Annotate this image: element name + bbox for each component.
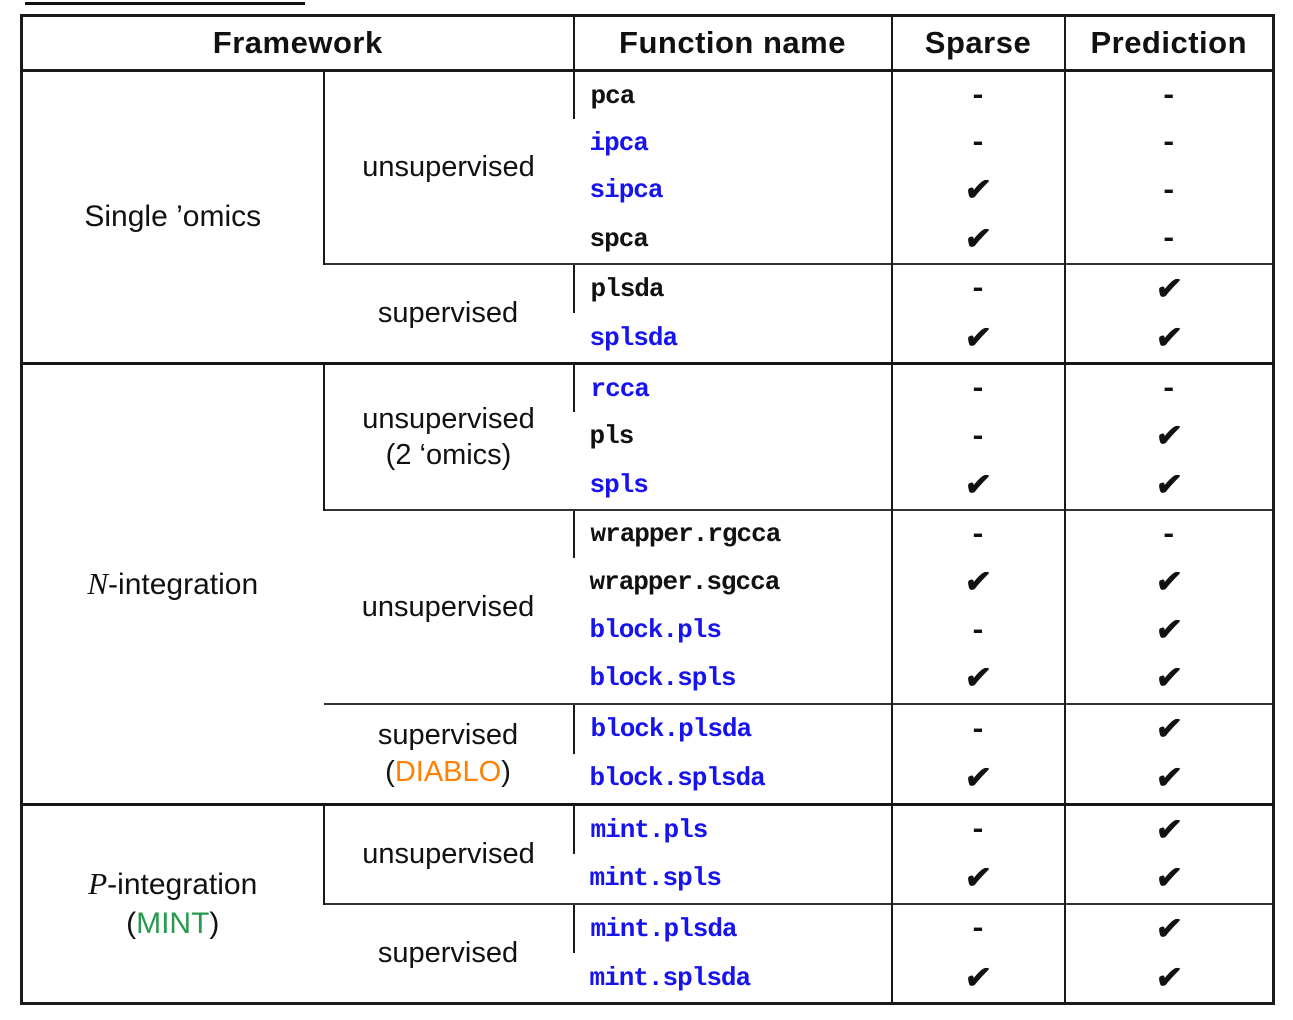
sparse-check-icon: ✔: [890, 313, 1065, 364]
prediction-dash-icon: -: [1063, 361, 1274, 413]
function-name-cell: block.pls: [573, 606, 892, 655]
table-row: sipca✔-: [22, 166, 1274, 215]
subgroup-cell: unsupervised: [323, 508, 574, 704]
prediction-check-icon: ✔: [1063, 557, 1274, 607]
prediction-check-icon: ✔: [1063, 313, 1274, 364]
sparse-dash-icon: -: [890, 361, 1065, 413]
subgroup-cell: supervised: [323, 262, 574, 364]
function-name-cell: block.spls: [573, 654, 892, 704]
prediction-dash-icon: -: [1063, 166, 1274, 215]
table-row: block.splsda✔✔: [22, 753, 1274, 805]
table-row: spls✔✔: [22, 460, 1274, 510]
function-name-cell: plsda: [572, 262, 892, 314]
prediction-check-icon: ✔: [1063, 262, 1274, 314]
table-row: mint.spls✔✔: [22, 854, 1274, 904]
methods-table: Framework Function name Sparse Predictio…: [20, 14, 1275, 1005]
table-row: block.pls-✔: [22, 606, 1274, 655]
header-function-name: Function name: [572, 15, 892, 72]
function-name-cell: sipca: [573, 166, 892, 215]
sparse-dash-icon: -: [890, 412, 1065, 461]
framework-cell-p-integration: P-integration(MINT): [21, 802, 324, 1004]
sparse-check-icon: ✔: [890, 214, 1065, 264]
prediction-dash-icon: -: [1063, 70, 1274, 120]
prediction-check-icon: ✔: [1063, 702, 1274, 754]
prediction-check-icon: ✔: [1063, 854, 1274, 904]
framework-cell-n-integration: N-integration: [21, 361, 324, 805]
function-name-cell: wrapper.sgcca: [573, 557, 892, 607]
table-row: mint.splsda✔✔: [22, 953, 1274, 1004]
sparse-dash-icon: -: [890, 802, 1065, 855]
prediction-check-icon: ✔: [1063, 953, 1274, 1004]
framework-cell-single-omics: Single ’omics: [21, 70, 324, 364]
function-name-cell: spls: [573, 460, 892, 510]
function-name-cell: mint.splsda: [573, 953, 892, 1004]
table-header: Framework Function name Sparse Predictio…: [21, 15, 1274, 72]
sparse-dash-icon: -: [890, 70, 1065, 120]
sparse-check-icon: ✔: [890, 854, 1065, 904]
prediction-check-icon: ✔: [1063, 460, 1274, 510]
sparse-dash-icon: -: [890, 262, 1065, 314]
sparse-dash-icon: -: [890, 902, 1065, 954]
sparse-check-icon: ✔: [890, 557, 1065, 607]
prediction-check-icon: ✔: [1063, 606, 1274, 655]
sparse-dash-icon: -: [890, 119, 1065, 167]
subgroup-cell: unsupervised: [322, 70, 574, 264]
top-rule-fragment: [25, 2, 305, 5]
sparse-dash-icon: -: [890, 702, 1065, 754]
prediction-dash-icon: -: [1063, 119, 1274, 167]
table-row: ipca--: [22, 119, 1274, 167]
function-name-cell: pca: [572, 70, 892, 120]
function-name-cell: mint.plsda: [572, 902, 892, 954]
table-row: supervised(DIABLO)block.plsda-✔: [22, 702, 1274, 805]
table-row: wrapper.sgcca✔✔: [22, 557, 1274, 607]
subgroup-cell: unsupervised: [322, 802, 574, 904]
function-name-cell: rcca: [572, 361, 892, 413]
function-name-cell: mint.spls: [573, 854, 892, 904]
prediction-check-icon: ✔: [1063, 753, 1274, 805]
sparse-check-icon: ✔: [890, 166, 1065, 215]
function-name-cell: mint.pls: [572, 802, 892, 855]
subgroup-cell: supervised: [323, 902, 574, 1004]
header-sparse: Sparse: [890, 15, 1065, 72]
function-name-cell: block.splsda: [573, 753, 892, 805]
subgroup-cell: unsupervised(2 ‘omics): [322, 361, 574, 510]
table-row: pls-✔: [22, 412, 1274, 461]
sparse-check-icon: ✔: [890, 753, 1065, 805]
sparse-dash-icon: -: [890, 606, 1065, 655]
table-row: block.spls✔✔: [22, 654, 1274, 704]
function-name-cell: spca: [573, 214, 892, 264]
header-framework: Framework: [21, 15, 574, 72]
sparse-dash-icon: -: [890, 508, 1065, 558]
prediction-check-icon: ✔: [1063, 902, 1274, 954]
prediction-check-icon: ✔: [1063, 412, 1274, 461]
table-row: spca✔-: [22, 214, 1274, 264]
function-name-cell: wrapper.rgcca: [572, 508, 892, 558]
function-name-cell: pls: [573, 412, 892, 461]
sparse-check-icon: ✔: [890, 460, 1065, 510]
prediction-dash-icon: -: [1063, 214, 1274, 264]
sparse-check-icon: ✔: [890, 953, 1065, 1004]
header-prediction: Prediction: [1063, 15, 1274, 72]
prediction-dash-icon: -: [1063, 508, 1274, 558]
function-name-cell: ipca: [573, 119, 892, 167]
prediction-check-icon: ✔: [1063, 802, 1274, 855]
sparse-check-icon: ✔: [890, 654, 1065, 704]
table-row: splsda✔✔: [22, 313, 1274, 364]
subgroup-cell: supervised(DIABLO): [323, 702, 574, 805]
function-name-cell: block.plsda: [572, 702, 892, 754]
prediction-check-icon: ✔: [1063, 654, 1274, 704]
function-name-cell: splsda: [573, 313, 892, 364]
